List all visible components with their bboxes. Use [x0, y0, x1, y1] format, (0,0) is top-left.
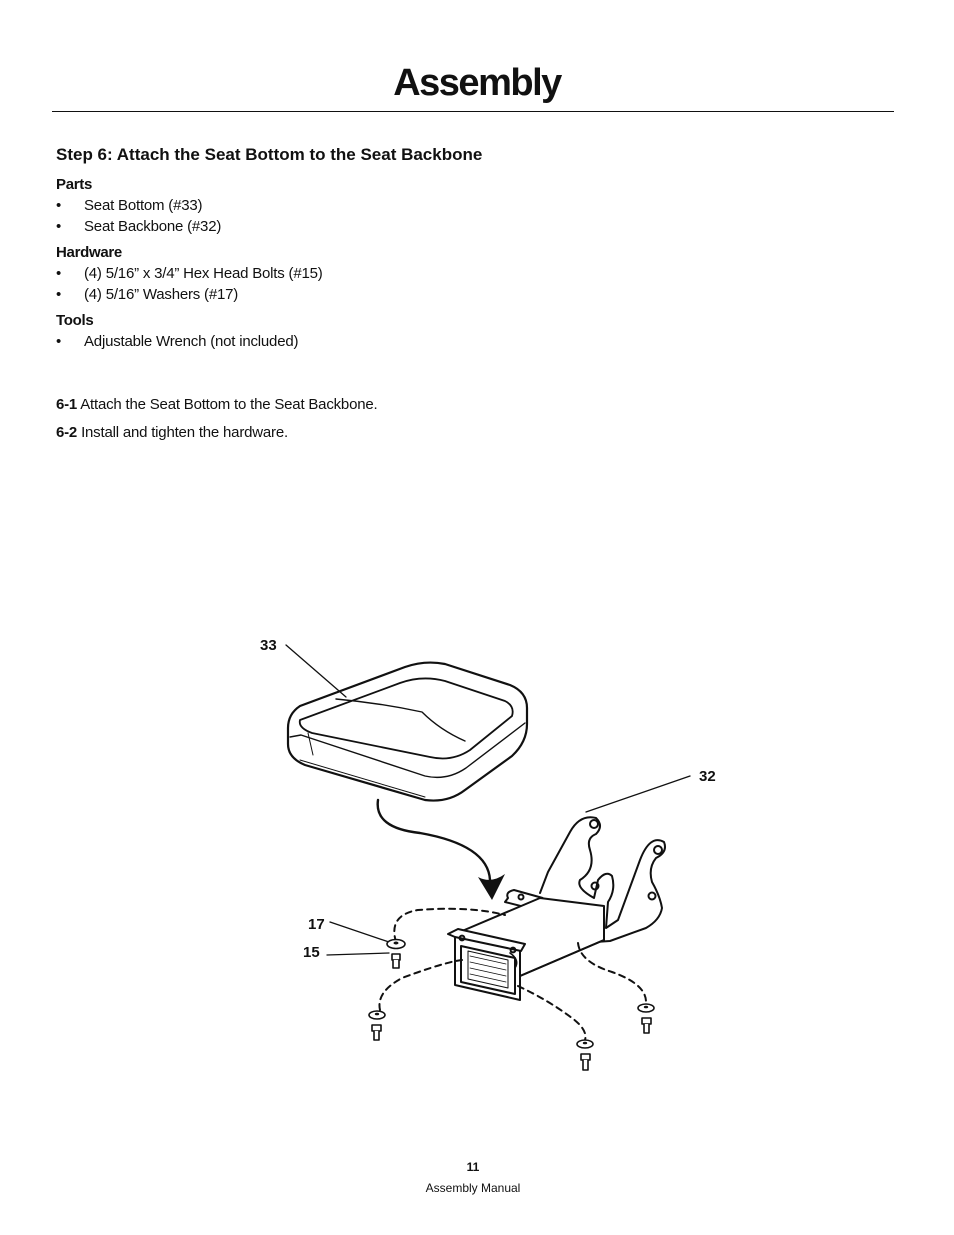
title-rule	[52, 111, 894, 112]
callout-15: 15	[303, 944, 320, 961]
leader-32	[585, 775, 691, 813]
callout-33: 33	[260, 637, 277, 654]
leader-17	[329, 921, 390, 943]
instruction-6-2: 6-2 Install and tighten the hardware.	[56, 422, 288, 443]
motion-arrow	[376, 798, 492, 882]
tools-list: •Adjustable Wrench (not included)	[56, 331, 656, 352]
hardware-paths	[378, 907, 647, 1041]
hardware-label: Hardware	[56, 244, 122, 261]
list-item: •Adjustable Wrench (not included)	[56, 333, 299, 350]
seat-bottom-illustration	[286, 661, 529, 802]
list-item: •Seat Bottom (#33)	[56, 197, 203, 214]
list-item: •(4) 5/16” x 3/4” Hex Head Bolts (#15)	[56, 265, 323, 282]
hardware-list: •(4) 5/16” x 3/4” Hex Head Bolts (#15) •…	[56, 263, 656, 305]
list-item: •(4) 5/16” Washers (#17)	[56, 286, 239, 303]
parts-label: Parts	[56, 176, 93, 193]
washer-icon	[368, 1010, 386, 1020]
washer-icon	[637, 1003, 655, 1013]
bolt-icon	[391, 953, 401, 969]
instruction-6-1: 6-1 Attach the Seat Bottom to the Seat B…	[56, 394, 378, 415]
footer-label: Assembly Manual	[425, 1181, 521, 1195]
tools-section: Tools •Adjustable Wrench (not included)	[56, 310, 656, 352]
tools-label: Tools	[56, 312, 94, 329]
assembly-diagram: 33 32 17 15	[260, 637, 716, 1071]
hardware-section: Hardware •(4) 5/16” x 3/4” Hex Head Bolt…	[56, 242, 656, 305]
parts-section: Parts •Seat Bottom (#33) •Seat Backbone …	[56, 174, 656, 237]
instruction-number: 6-1	[56, 396, 78, 413]
arrow-head-icon	[478, 874, 505, 900]
leader-15	[326, 952, 390, 956]
washer-icon	[386, 938, 406, 950]
leader-33	[285, 644, 347, 698]
parts-list: •Seat Bottom (#33) •Seat Backbone (#32)	[56, 195, 656, 237]
step-heading: Step 6: Attach the Seat Bottom to the Se…	[56, 145, 483, 164]
instruction-text: Install and tighten the hardware.	[81, 424, 288, 441]
list-item: •Seat Backbone (#32)	[56, 218, 222, 235]
seat-backbone-illustration	[447, 816, 666, 1001]
callout-17: 17	[308, 916, 325, 933]
callout-32: 32	[699, 768, 716, 785]
bolt-icon	[580, 1053, 591, 1071]
page-number: 11	[466, 1160, 480, 1174]
washer-icon	[576, 1039, 594, 1049]
bolt-icon	[641, 1017, 652, 1034]
instruction-number: 6-2	[56, 424, 78, 441]
bolt-icon	[371, 1024, 382, 1041]
instruction-text: Attach the Seat Bottom to the Seat Backb…	[80, 396, 378, 413]
page-title: Assembly	[393, 62, 562, 104]
